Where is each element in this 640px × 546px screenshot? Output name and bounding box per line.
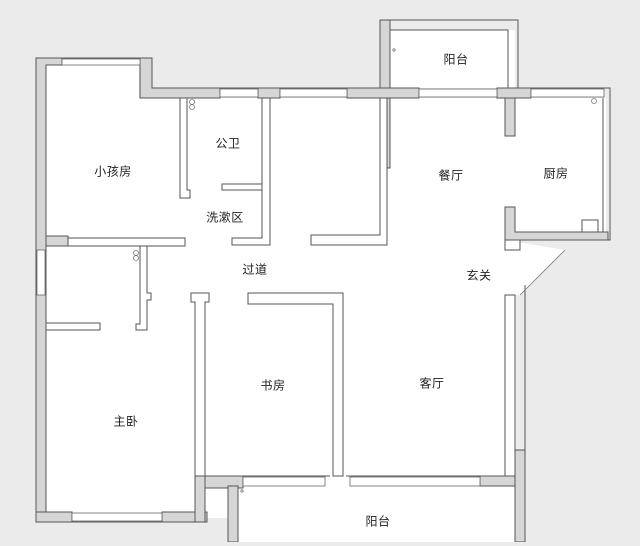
interior-walls: [45, 97, 599, 477]
room-label-study: 书房: [260, 378, 286, 393]
room-label-kitchen: 厨房: [543, 166, 569, 181]
fixtures: [133, 48, 597, 493]
pipe-icon: [133, 255, 139, 261]
windows: [36, 58, 605, 522]
room-label-public-bathroom: 公卫: [215, 136, 241, 151]
room-label-living-room: 客厅: [419, 376, 445, 391]
drain-icon: [591, 98, 597, 104]
room-label-dining-room: 餐厅: [438, 168, 464, 183]
pipe-icon: [189, 104, 195, 110]
room-label-wash-area: 洗漱区: [206, 210, 244, 225]
drain-icon: [240, 489, 244, 493]
drain-icon: [392, 48, 396, 52]
room-label-hallway: 过道: [242, 262, 268, 277]
room-label-balcony-south: 阳台: [365, 514, 391, 529]
room-label-kids-room: 小孩房: [94, 164, 132, 179]
room-label-master-bedroom: 主卧: [113, 414, 139, 429]
outline: [35, 19, 611, 542]
room-label-balcony-north: 阳台: [443, 52, 469, 67]
room-label-entrance: 玄关: [466, 268, 492, 283]
